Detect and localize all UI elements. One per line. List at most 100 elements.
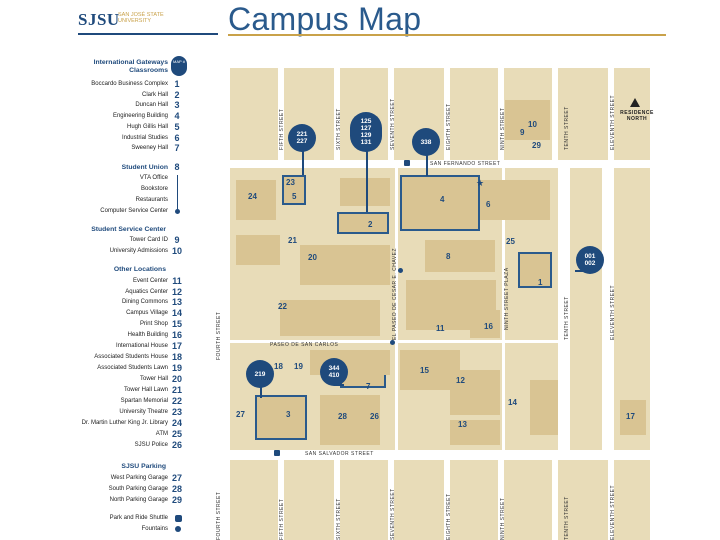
map-block: [614, 68, 650, 160]
legend-item: Bookstore: [140, 186, 168, 192]
building-number: 7: [366, 382, 371, 391]
building-number: 10: [528, 120, 537, 129]
building-number: 27: [236, 410, 245, 419]
building-number: 20: [308, 253, 317, 262]
building: [470, 310, 500, 338]
residence-label: RESIDENCE NORTH: [620, 110, 654, 122]
street-label: SAN SALVADOR STREET: [305, 451, 374, 457]
legend-item: Park and Ride Shuttle: [60, 514, 186, 523]
street-label: SAN FERNANDO STREET: [430, 161, 501, 167]
map-block: [570, 168, 602, 450]
building: [450, 420, 500, 445]
street-label: SIXTH STREET: [336, 498, 342, 540]
pin-line: [302, 140, 304, 175]
building-number: 29: [532, 141, 541, 150]
map-block: [284, 460, 334, 540]
map-block: [230, 68, 278, 160]
building-number: 24: [248, 192, 257, 201]
fountain-icon: [175, 526, 181, 532]
street-label: FIFTH STREET: [279, 108, 285, 150]
building-number: 25: [506, 237, 515, 246]
building: [300, 245, 390, 285]
building-number: 21: [288, 236, 297, 245]
street-label: PASEO DE SAN CARLOS: [270, 342, 339, 348]
street-label: FIFTH STREET: [279, 498, 285, 540]
shuttle-icon: [274, 450, 280, 456]
street-label: NINTH STREET: [500, 497, 506, 540]
building: [480, 180, 550, 220]
street-label: FOURTH STREET: [216, 491, 222, 540]
room-badge: 125 127 129 131: [350, 112, 382, 152]
street-label: TENTH STREET: [564, 496, 570, 540]
legend-item: Computer Service Center: [100, 208, 168, 214]
building: [425, 240, 495, 272]
map-block: [340, 460, 388, 540]
building: [280, 300, 380, 336]
building-number: 28: [338, 412, 347, 421]
building-number: 2: [368, 220, 373, 229]
building-number: 6: [486, 200, 491, 209]
legend-section-title: SJSU Parking: [121, 463, 166, 470]
star-icon: ★: [476, 178, 485, 188]
building-number: 16: [484, 322, 493, 331]
legend-item: Fountains: [60, 525, 186, 534]
room-badge: 344 410: [320, 358, 348, 386]
street-label: EIGHTH STREET: [446, 493, 452, 540]
fountain-icon: [398, 268, 403, 273]
building-number: 11: [436, 324, 445, 333]
map-block: [558, 68, 608, 160]
sjsu-logo: SJSU: [78, 10, 120, 29]
legend-section-title: Student Service Center: [91, 226, 166, 233]
street-label: NINTH STREET PLAZA: [504, 267, 510, 330]
building-outline: [337, 212, 389, 234]
map-key-badge: MAP #: [171, 56, 187, 76]
pin-line: [260, 386, 262, 398]
building: [530, 380, 558, 435]
building-number: 26: [370, 412, 379, 421]
building-outline: [255, 395, 307, 440]
street-label: NINTH STREET: [500, 107, 506, 150]
map-block: [450, 460, 498, 540]
walkway: [502, 168, 505, 450]
street-label: EL PASEO DE CESAR E. CHAVEZ: [392, 247, 398, 340]
campus-map: SAN FERNANDO STREET SAN SALVADOR STREET …: [200, 40, 668, 540]
building-number: 22: [278, 302, 287, 311]
building: [236, 235, 280, 265]
street-label: EIGHTH STREET: [446, 103, 452, 150]
residence-icon: [630, 98, 640, 107]
building: [620, 400, 646, 435]
building-outline: [518, 252, 552, 288]
street-label: SEVENTH STREET: [390, 98, 396, 150]
map-block: [394, 460, 444, 540]
street-label: TENTH STREET: [564, 296, 570, 340]
room-badge: 001 002: [576, 246, 604, 274]
building: [236, 180, 276, 220]
map-block: [558, 460, 608, 540]
fountain-icon: [390, 340, 395, 345]
building-number: 14: [508, 398, 517, 407]
building-outline: [400, 175, 480, 231]
map-block: [614, 460, 650, 540]
street-label: ELEVENTH STREET: [610, 484, 616, 540]
